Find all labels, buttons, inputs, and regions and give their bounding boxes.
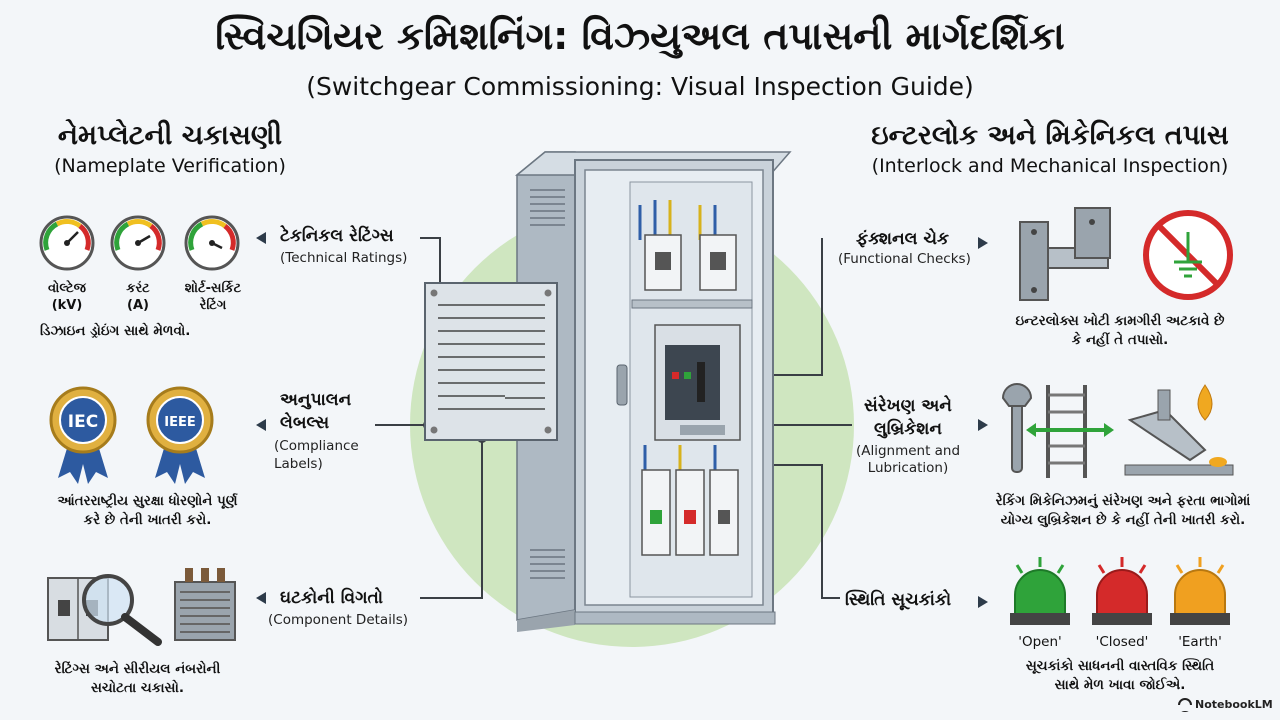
current-gauge-icon [110,215,166,271]
technical-ratings-label: ટેકનિકલ રેટિંગ્સ [280,226,394,246]
connector-technical [420,237,441,290]
alignment-label-1: સંરેખણ અને [864,396,952,416]
compliance-label-2: લેબલ્સ [280,413,330,433]
nameplate-illustration [424,282,558,441]
compliance-label-en-1: (Compliance [274,438,359,454]
right-section-subtitle: (Interlock and Mechanical Inspection) [871,155,1229,177]
voltage-label: વોલ્ટેજ (kV) [48,281,86,313]
closed-indicator-icon [1092,557,1152,625]
arrow-right-icon [978,419,988,431]
arrow-left-icon [256,592,266,604]
functional-checks-description: ઇન્ટરલોક્સ ખોટી કામગીરી અટકાવે છે કે નહી… [1015,313,1225,348]
short-circuit-gauge-icon [184,215,240,271]
transformer-icon [174,568,236,641]
technical-ratings-label-en: (Technical Ratings) [280,250,408,266]
compliance-description: આંતરરાષ્ટ્રીય સુરક્ષા ધોરણોને પૂર્ણ કરે … [57,493,238,528]
page-subtitle: (Switchgear Commissioning: Visual Inspec… [306,72,974,101]
connector-status [735,464,840,599]
arrow-left-icon [256,419,266,431]
ieee-badge-label: IEEE [164,415,195,430]
current-label: કરંટ (A) [126,281,150,313]
earth-indicator-icon [1170,557,1230,625]
iec-badge-icon: IEC [49,386,117,484]
ieee-badge-icon: IEEE [146,386,214,484]
alignment-label-en-1: (Alignment and [855,443,961,459]
racking-rail-icon [1026,385,1114,478]
watermark: NotebookLM [1195,698,1273,711]
functional-checks-label: ફંક્શનલ ચેક [856,229,949,249]
arrow-left-icon [256,232,266,244]
compliance-label-en-2: Labels) [274,456,323,472]
open-indicator-label: 'Open' [1018,634,1062,650]
breaker-magnifier-icon [47,574,162,646]
closed-indicator-label: 'Closed' [1095,634,1149,650]
component-details-label: ઘટકોની વિગતો [280,588,384,608]
voltage-gauge-icon [39,215,95,271]
short-circuit-label: શોર્ટ-સર્કિટ રેટિંગ [184,281,242,313]
functional-checks-label-en: (Functional Checks) [838,251,971,267]
component-details-label-en: (Component Details) [268,612,409,628]
iec-badge-label: IEC [68,412,98,432]
interlock-latch-icon [1019,207,1111,301]
lubrication-icon [1124,384,1234,476]
connector-components [420,440,483,599]
arrow-right-icon [978,596,988,608]
wrench-icon [1001,383,1033,473]
status-indicators-description: સૂચકાંકો સાધનની વાસ્તવિક સ્થિતિ સાથે મેળ… [1025,658,1215,693]
compliance-label-1: અનુપાલન [280,390,352,410]
component-details-description: રેટિંગ્સ અને સીરીયલ નંબરોની સચોટતા ચકાસો… [54,661,221,696]
status-indicators-label: સ્થિતિ સૂચકાંકો [845,590,952,610]
open-indicator-icon [1010,557,1070,625]
notebooklm-logo-icon [1178,698,1192,712]
alignment-label-en-2: Lubrication) [867,460,949,476]
alignment-description: રેકિંગ મિકેનિઝમનું સંરેખણ અને ફરતા ભાગોમ… [995,493,1251,528]
page-title: સ્વિચગિયર કમિશનિંગ: વિઝ્યુઅલ તપાસની માર્… [215,14,1065,58]
earth-indicator-label: 'Earth' [1178,634,1222,650]
left-section-subtitle: (Nameplate Verification) [54,155,286,177]
left-section-title: નેમપ્લેટની ચકાસણી [57,120,283,151]
no-ground-icon [1143,210,1233,300]
right-section-title: ઇન્ટરલોક અને મિકેનિકલ તપાસ [871,120,1229,151]
technical-ratings-description: ડિઝાઇન ડ્રોઇંગ સાથે મેળવો. [40,323,191,339]
arrow-right-icon [978,237,988,249]
switchgear-cabinet [514,151,792,632]
alignment-label-2: લુબ્રિકેશન [873,419,943,439]
